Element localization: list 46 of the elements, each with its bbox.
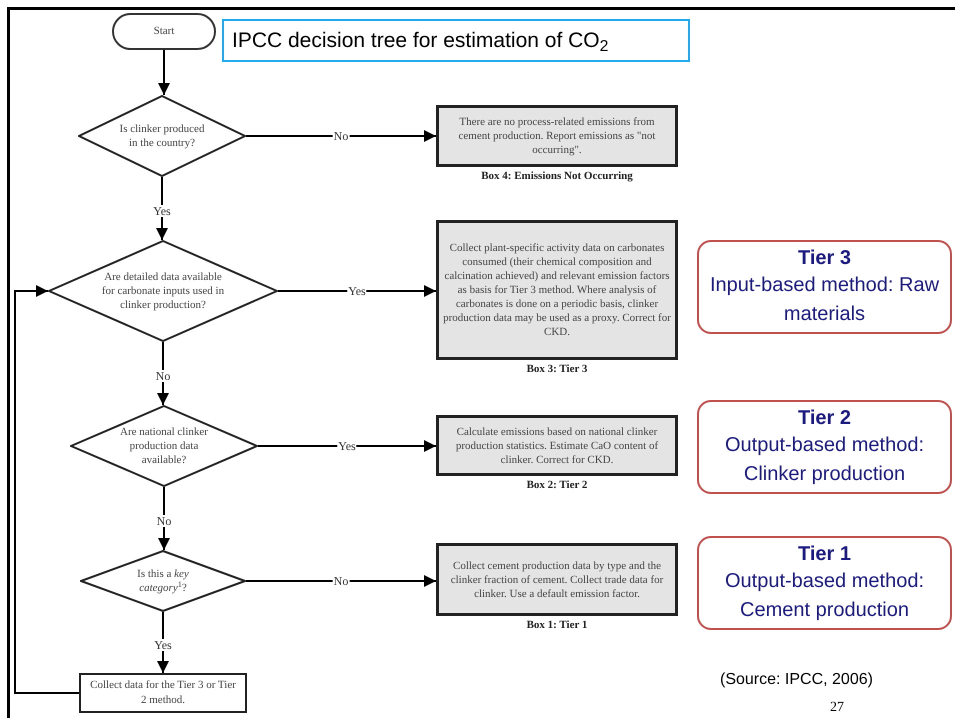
edge-label: No <box>156 514 172 526</box>
edge-label: Yes <box>153 638 173 650</box>
box-text: Calculate emissions based on national clinker production statistics. Estimate CaO content of clinker. Correct for CKD. <box>454 424 660 466</box>
source-note: (Source: IPCC, 2006) <box>720 670 873 690</box>
tier-description: Output-based method: Clinker production <box>724 433 925 487</box>
tier-box <box>697 536 952 630</box>
box-caption: Box 3: Tier 3 <box>526 362 588 377</box>
question-text: Is clinker produced in the country? <box>118 122 206 150</box>
decision-diamond <box>48 240 278 342</box>
arrow <box>14 285 79 694</box>
box-text: Collect plant-specific activity data on carbonates consumed (their chemical composition and calcination achieved) and relevant emission factors as basis for Tier 3 method. Where analysis of carbonates is done on a periodic basis, clinker production data may be used as a proxy. Correct for CKD. <box>443 241 671 339</box>
box-caption: Box 2: Tier 2 <box>526 478 588 493</box>
tier-title: Tier 3 <box>798 246 851 271</box>
tier-box <box>697 240 952 334</box>
process-box: Collect data for the Tier 3 or Tier 2 method. <box>79 673 247 713</box>
arrow <box>258 440 436 452</box>
arrow <box>246 130 436 142</box>
decision-diamond <box>78 95 246 177</box>
start-terminal: Start <box>112 13 216 50</box>
box-caption: Box 1: Tier 1 <box>526 618 588 633</box>
tier-title: Tier 1 <box>798 542 851 567</box>
edge-label: Yes <box>347 285 367 297</box>
question-text: Is this a key category$^{1}$? <box>136 567 190 595</box>
arrow <box>157 612 169 673</box>
box-caption: Box 4: Emissions Not Occurring <box>480 169 634 184</box>
edge-label: No <box>332 130 350 142</box>
tier-description: Input-based method: Raw materials <box>708 273 940 327</box>
decision-diamond <box>70 405 258 487</box>
question-text: Are national clinker production data available? <box>119 425 209 467</box>
box-text: There are no process-related emissions from cement production. Report emissions as "not occurring". <box>458 115 656 157</box>
tier-description: Output-based method: Cement production <box>724 569 925 623</box>
arrow <box>158 50 170 95</box>
title-box: IPCC decision tree for estimation of CO$_{2}$ <box>222 19 690 62</box>
arrow <box>156 177 168 240</box>
page-number: 27 <box>830 699 844 717</box>
tier-box <box>697 400 952 494</box>
tier-title: Tier 2 <box>798 406 851 431</box>
box-text: Collect cement production data by type and the clinker fraction of cement. Collect trade data for clinker. Use a default emission factor. <box>450 558 664 600</box>
edge-label: Yes <box>337 440 357 452</box>
edge-label: Yes <box>152 204 172 216</box>
arrow <box>246 575 436 587</box>
edge-label: No <box>332 575 350 587</box>
decision-diamond <box>80 550 246 612</box>
arrow <box>278 285 436 297</box>
question-text: Are detailed data available for carbonate inputs used in clinker production? <box>100 270 226 312</box>
edge-label: No <box>154 370 172 382</box>
